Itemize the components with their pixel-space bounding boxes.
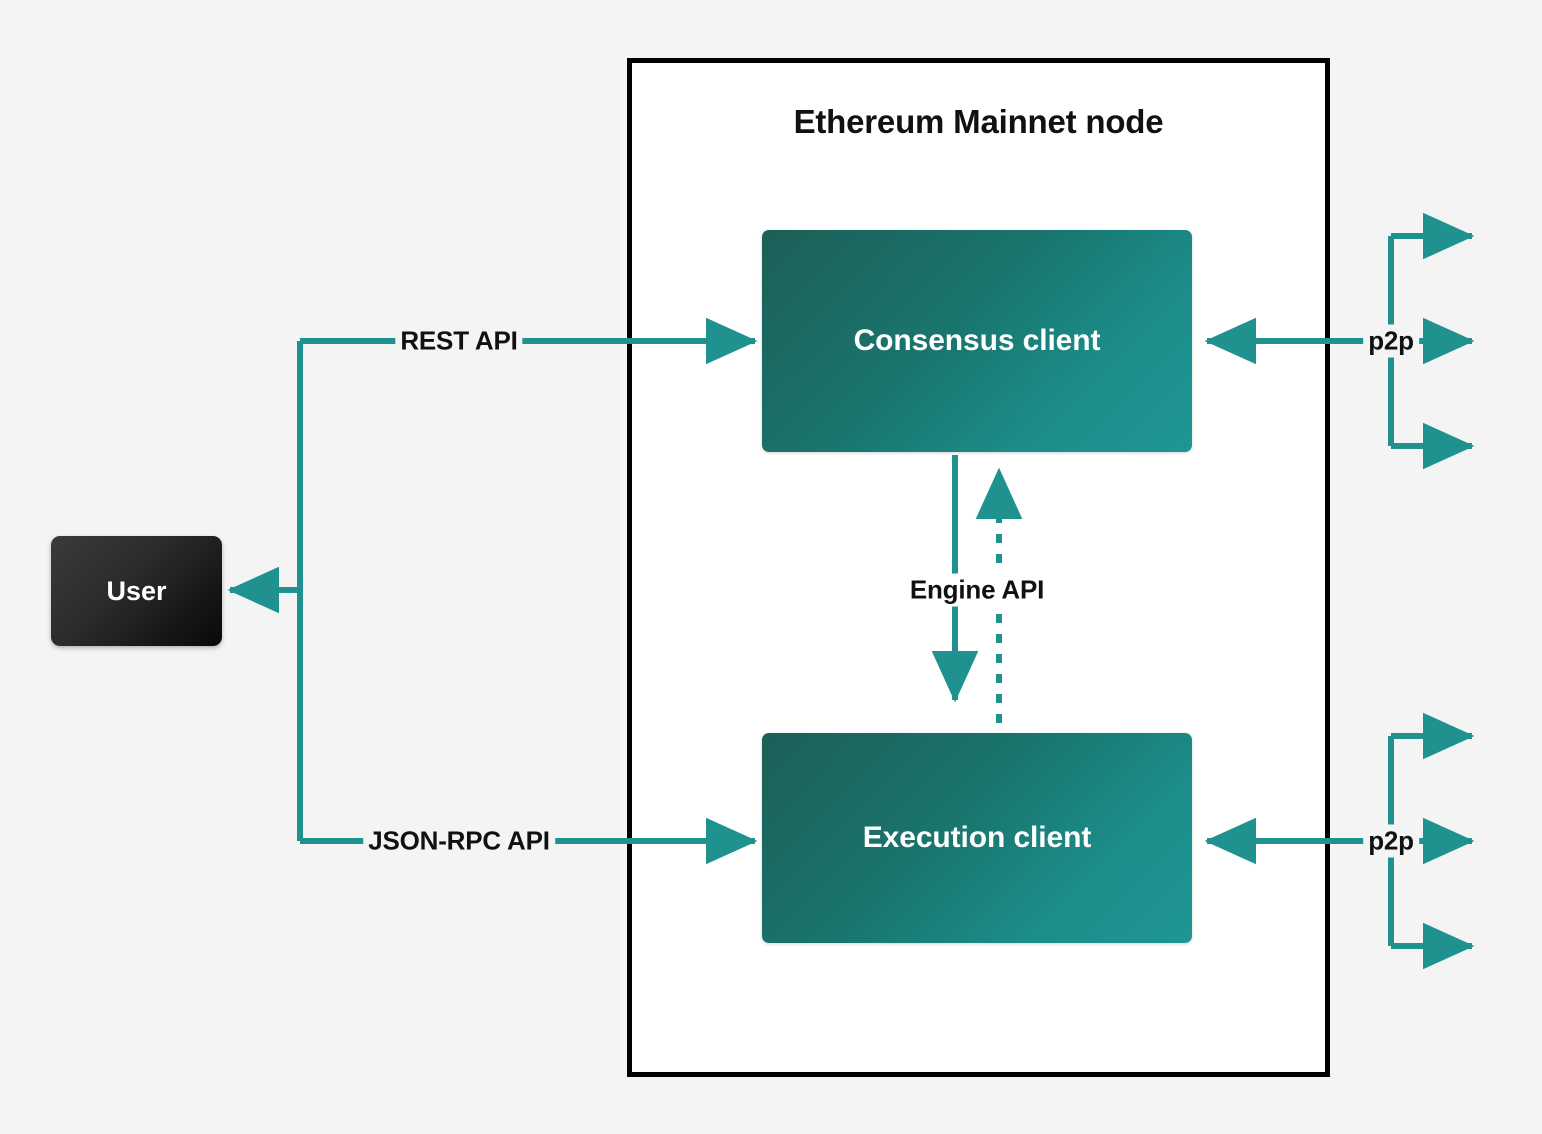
json-rpc-api-label: JSON-RPC API	[363, 824, 555, 858]
execution-client-label: Execution client	[862, 821, 1092, 854]
rest-api-label: REST API	[395, 324, 523, 358]
execution-client-box[interactable]: Execution client	[762, 733, 1192, 943]
p2p-consensus-label: p2p	[1363, 324, 1419, 358]
engine-api-label: Engine API	[904, 573, 1050, 607]
node-container-title: Ethereum Mainnet node	[793, 103, 1164, 140]
user-box[interactable]: User	[51, 536, 222, 646]
consensus-client-label: Consensus client	[853, 324, 1101, 357]
p2p-execution-label: p2p	[1363, 824, 1419, 858]
consensus-client-box[interactable]: Consensus client	[762, 230, 1192, 452]
user-label: User	[106, 575, 167, 606]
